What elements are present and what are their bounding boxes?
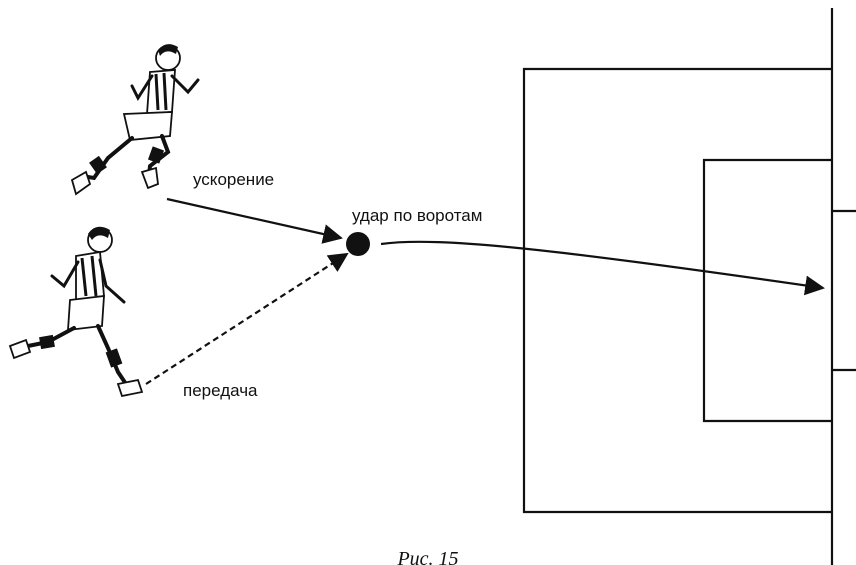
pass-label: передача (183, 381, 258, 400)
shot-trajectory-arrow (380, 240, 825, 296)
acceleration-arrow (166, 197, 343, 244)
acceleration-label: ускорение (193, 170, 274, 189)
shot-on-goal-label: удар по воротам (352, 206, 482, 225)
goal-area (702, 158, 832, 423)
football-field (522, 8, 856, 565)
running-player-bottom-icon (8, 226, 144, 398)
ball-icon (346, 232, 370, 256)
figure-caption: Рис. 15 (396, 548, 458, 565)
pass-arrow (145, 252, 349, 385)
running-player-top-icon (70, 44, 200, 196)
penalty-area (522, 67, 832, 514)
